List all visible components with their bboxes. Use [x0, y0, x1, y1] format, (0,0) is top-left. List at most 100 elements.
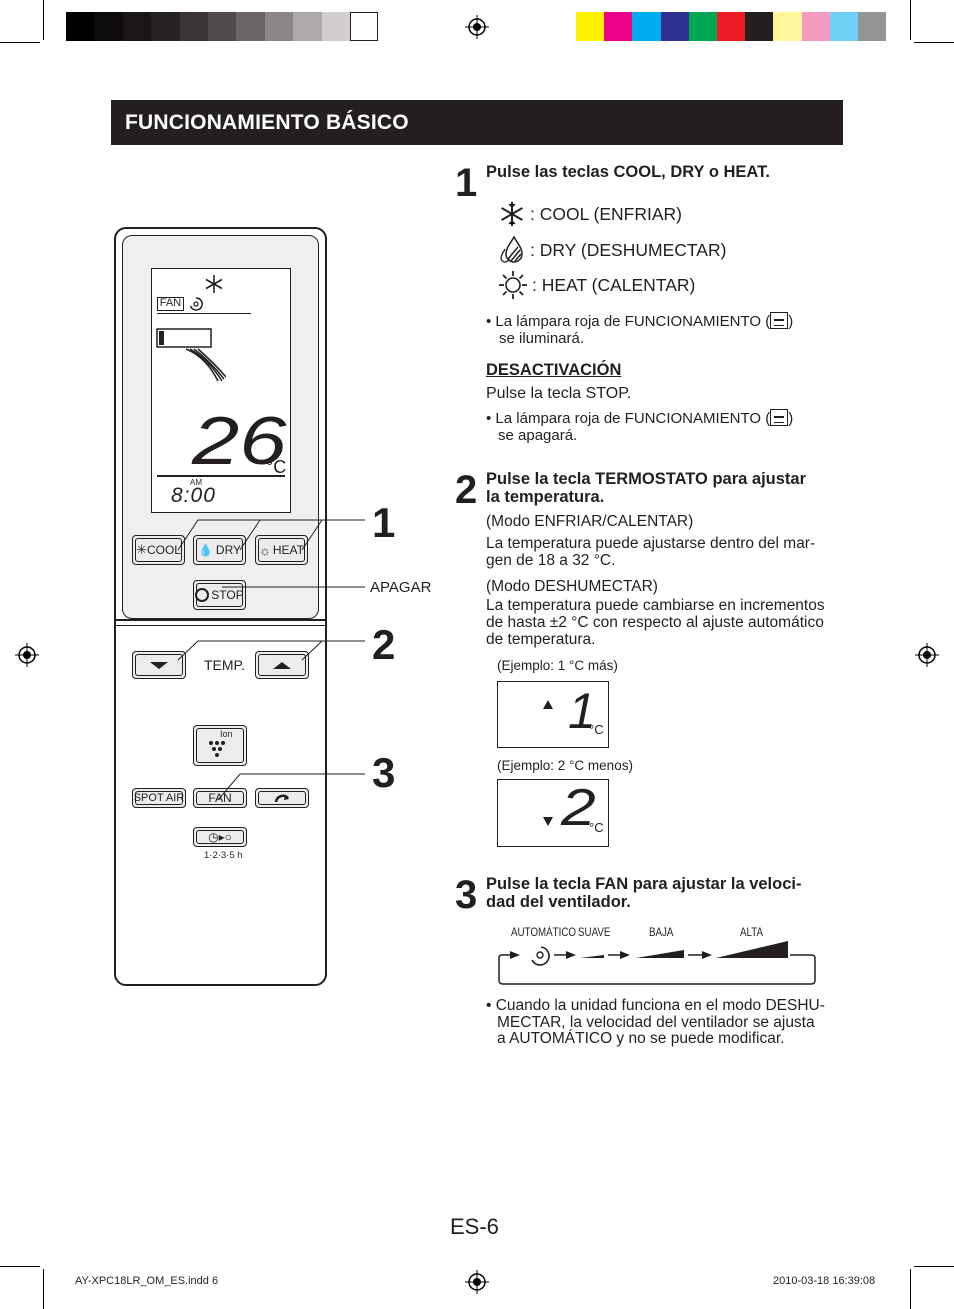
heading-line: Pulse la tecla TERMOSTATO para ajustar — [486, 470, 807, 488]
file-name: AY-XPC18LR_OM_ES.indd 6 — [75, 1275, 219, 1287]
mode-cool-heat-caption: (Modo ENFRIAR/CALENTAR) — [486, 513, 694, 530]
mode-dry-caption: (Modo DESHUMECTAR) — [486, 578, 658, 595]
note-text: ) — [788, 410, 794, 427]
crop-mark — [910, 0, 911, 40]
callout-3: 3 — [372, 749, 396, 796]
fan-auto-icon — [189, 297, 203, 311]
callout-lines — [177, 519, 365, 801]
sun-icon — [499, 271, 527, 299]
process-swatch — [688, 12, 717, 41]
snowflake-icon: ✳ — [136, 542, 147, 557]
air-flow-icon — [156, 328, 226, 382]
crop-mark — [914, 1266, 954, 1267]
plasmacluster-icon — [209, 741, 225, 757]
note-text: La lámpara roja de FUNCIONAMIENTO ( — [495, 410, 771, 427]
step-1-number: 1 — [455, 161, 478, 205]
deactivation-note: • La lámpara roja de FUNCIONAMIENTO () s… — [486, 409, 794, 444]
droplets-icon — [500, 235, 523, 263]
cool-button[interactable]: ✳COOL — [132, 535, 185, 565]
text-line: MECTAR, la velocidad del ventilador se a… — [497, 1013, 815, 1031]
ion-button[interactable]: Ion — [193, 725, 247, 766]
registration-mark-icon — [465, 1270, 489, 1294]
step-2-number: 2 — [455, 468, 478, 512]
crop-mark — [914, 42, 954, 43]
mode-cool-label: : COOL (ENFRIAR) — [530, 203, 682, 224]
spot-air-label: SPOT AIR — [133, 792, 185, 804]
crop-mark — [910, 1269, 911, 1309]
example-1-display: 1 °C — [497, 681, 609, 748]
note-text: La lámpara roja de FUNCIONAMIENTO ( — [495, 313, 771, 330]
gray-swatch — [179, 12, 208, 41]
swing-button[interactable] — [255, 788, 309, 808]
stop-button-label: STOP — [211, 588, 244, 602]
lcd-temperature: 26 — [192, 403, 287, 479]
triangle-up-icon — [543, 700, 553, 709]
remote-lcd-display: FAN 26 °C AM 8:00 — [151, 268, 291, 513]
cool-button-label: COOL — [146, 543, 181, 557]
swing-icon — [274, 794, 289, 803]
example-1-unit: °C — [589, 722, 604, 737]
text-line: de hasta ±2 °C con respecto al ajuste au… — [486, 614, 824, 631]
lcd-am: AM — [190, 478, 202, 487]
heading-line: la temperatura. — [486, 488, 605, 506]
snowflake-icon — [205, 275, 223, 293]
gray-swatch — [122, 12, 152, 41]
gray-swatch — [293, 12, 322, 41]
example-2-display: 2 °C — [497, 779, 609, 847]
registration-mark-icon — [915, 643, 939, 667]
dry-button[interactable]: 💧DRY — [193, 535, 246, 565]
step-1-heading: Pulse las teclas COOL, DRY o HEAT. — [486, 163, 770, 181]
temp-down-button[interactable] — [132, 651, 186, 679]
sun-icon: ☼ — [258, 542, 271, 558]
lcd-rule — [157, 475, 285, 477]
gray-swatch — [264, 12, 294, 41]
note-text: se apagará. — [498, 426, 578, 444]
callout-1: 1 — [372, 499, 396, 546]
lcd-unit: °C — [266, 457, 287, 477]
apagar-label: APAGAR — [370, 579, 432, 596]
speed-high-label: ALTA — [740, 927, 764, 939]
text-line: La temperatura puede ajustarse dentro de… — [486, 535, 816, 552]
triangle-down-icon — [150, 661, 168, 669]
stop-button[interactable]: STOP — [193, 580, 246, 610]
process-swatch — [773, 12, 802, 41]
text-line: gen de 18 a 32 °C. — [486, 552, 616, 569]
text-line: a AUTOMÁTICO y no se puede modificar. — [497, 1030, 785, 1047]
heat-button[interactable]: ☼HEAT — [255, 535, 308, 565]
example-2-value: 2 — [561, 779, 596, 837]
step-2-heading: Pulse la tecla TERMOSTATO para ajustar l… — [486, 470, 806, 506]
timer-icon: ◷▸○ — [208, 830, 232, 844]
section-title: FUNCIONAMIENTO BÁSICO — [125, 111, 409, 134]
page-number: ES-6 — [450, 1214, 499, 1239]
registration-mark-icon — [465, 15, 489, 39]
temp-up-button[interactable] — [255, 651, 309, 679]
mode-dry-label: : DRY (DESHUMECTAR) — [530, 239, 727, 260]
speed-auto-label: AUTOMÁTICO — [511, 927, 576, 939]
text-line: Cuando la unidad funciona en el modo DES… — [495, 997, 825, 1014]
gray-swatch — [350, 12, 379, 41]
gray-swatch — [208, 12, 237, 41]
spot-air-button[interactable]: SPOT AIR — [132, 788, 186, 808]
process-swatch — [660, 12, 689, 41]
print-timestamp: 2010-03-18 16:39:08 — [773, 1275, 876, 1287]
dry-button-label: DRY — [215, 543, 242, 557]
operation-lamp-icon — [770, 409, 789, 426]
text-line: de temperatura. — [486, 631, 596, 648]
process-swatch — [858, 12, 887, 41]
timer-button[interactable]: ◷▸○ — [193, 827, 247, 847]
crop-mark — [0, 1266, 40, 1267]
lcd-fan-label: FAN — [157, 297, 184, 311]
heat-button-label: HEAT — [272, 543, 305, 557]
mode-cool-row: : COOL (ENFRIAR) — [498, 200, 682, 228]
snowflake-icon — [501, 202, 523, 226]
note-text: ) — [788, 313, 794, 330]
gray-swatch — [66, 12, 95, 41]
mode-heat-row: : HEAT (CALENTAR) — [498, 270, 695, 300]
mode-heat-label: : HEAT (CALENTAR) — [532, 274, 696, 295]
remote-divider — [116, 625, 325, 626]
ion-label: Ion — [220, 729, 233, 739]
step-1-note: • La lámpara roja de FUNCIONAMIENTO () s… — [486, 312, 794, 347]
step-2-text-b: La temperatura puede cambiarse en increm… — [486, 597, 825, 648]
gray-swatch — [236, 12, 265, 41]
heading-line: dad del ventilador. — [486, 893, 631, 911]
